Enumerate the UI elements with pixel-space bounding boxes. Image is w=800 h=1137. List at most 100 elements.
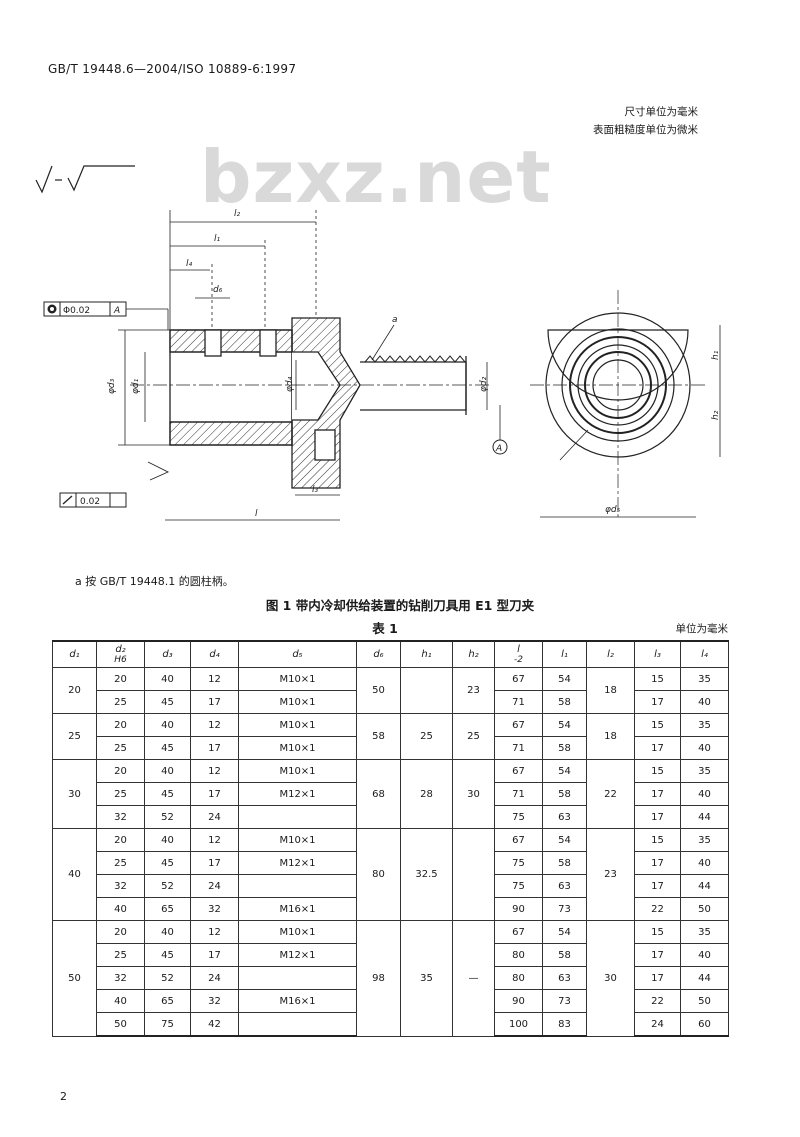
table-cell: 17 — [634, 851, 681, 875]
dim-l2: l₂ — [234, 209, 241, 219]
roughness-symbol — [35, 165, 135, 194]
table-cell: 35 — [680, 667, 729, 691]
table-cell: 15 — [634, 828, 681, 852]
table-cell: 52 — [144, 805, 191, 829]
table-cell — [238, 1012, 357, 1037]
table-cell: 58 — [542, 782, 587, 806]
table-cell: 40 — [680, 943, 729, 967]
table-cell: 25 — [96, 690, 145, 714]
position-tolerance-frame: Φ0.02 A — [43, 301, 169, 330]
table-cell: 50 — [356, 667, 401, 714]
table-cell: 67 — [494, 713, 543, 737]
table-cell: 71 — [494, 782, 543, 806]
table-cell: 44 — [680, 805, 729, 829]
table-cell — [238, 874, 357, 898]
table-cell: 90 — [494, 897, 543, 921]
table-cell: 40 — [144, 713, 191, 737]
table-cell: 25 — [452, 713, 495, 760]
table-cell: 25 — [96, 851, 145, 875]
tol-position-value: Φ0.02 — [63, 306, 90, 316]
table-cell: 15 — [634, 713, 681, 737]
datum-a-marker: A — [492, 405, 508, 455]
table-cell: 65 — [144, 897, 191, 921]
table-cell: 40 — [680, 690, 729, 714]
figure-footnote: a 按 GB/T 19448.1 的圆柱柄。 — [75, 575, 234, 588]
table-cell: 60 — [680, 1012, 729, 1037]
table-cell: 68 — [356, 759, 401, 829]
table-cell: 44 — [680, 966, 729, 990]
table-cell: 45 — [144, 736, 191, 760]
tol-runout-value: 0.02 — [80, 497, 100, 507]
table-cell: 17 — [190, 690, 239, 714]
table-cell: 17 — [190, 943, 239, 967]
table-cell: — — [452, 920, 495, 1037]
table-cell: 63 — [542, 805, 587, 829]
table-cell: 40 — [680, 782, 729, 806]
dim-l4: l₄ — [186, 259, 193, 269]
dim-d6: d₆ — [213, 285, 223, 295]
table-cell: 20 — [52, 667, 97, 714]
table-cell: 80 — [356, 828, 401, 921]
table-cell: 12 — [190, 713, 239, 737]
table-cell: 12 — [190, 667, 239, 691]
table-cell: 75 — [494, 874, 543, 898]
dim-d4: φd₄ — [285, 376, 295, 392]
table-cell: 50 — [680, 989, 729, 1013]
table-cell: 75 — [494, 805, 543, 829]
dim-d3: φd₃ — [107, 378, 117, 394]
table-cell: 40 — [96, 989, 145, 1013]
table-cell: 30 — [52, 759, 97, 829]
table-cell: 25 — [52, 713, 97, 760]
table-cell: 20 — [96, 920, 145, 944]
table-cell: 63 — [542, 874, 587, 898]
table-cell: 67 — [494, 759, 543, 783]
table-cell: 32 — [190, 897, 239, 921]
table-cell: 40 — [144, 920, 191, 944]
page-number: 2 — [60, 1090, 67, 1103]
table-cell: M10×1 — [238, 759, 357, 783]
dim-d1: φd₁ — [131, 378, 141, 394]
roughness-unit-note: 表面粗糙度单位为微米 — [593, 124, 698, 136]
table-cell: 22 — [634, 897, 681, 921]
table-cell: 17 — [634, 943, 681, 967]
table-cell: M10×1 — [238, 667, 357, 691]
table-cell: 22 — [634, 989, 681, 1013]
section-view — [130, 317, 490, 489]
table-cell: 40 — [680, 851, 729, 875]
dimension-unit-note: 尺寸单位为毫米 — [624, 106, 699, 118]
table-header-cell: h₁ — [400, 640, 453, 668]
table-cell: 17 — [634, 782, 681, 806]
table-cell: 52 — [144, 966, 191, 990]
dim-d5: φd₅ — [605, 505, 621, 515]
table-cell: 40 — [144, 759, 191, 783]
runout-tolerance-frame: 0.02 — [59, 461, 170, 508]
table-unit: 单位为毫米 — [675, 623, 729, 635]
table-cell: 58 — [542, 943, 587, 967]
table-cell: 100 — [494, 1012, 543, 1037]
table-cell: 15 — [634, 667, 681, 691]
table-cell: 32.5 — [400, 828, 453, 921]
standard-header: GB/T 19448.6—2004/ISO 10889-6:1997 — [48, 62, 297, 76]
table-cell: 32 — [190, 989, 239, 1013]
table-header-cell: d₅ — [238, 640, 357, 668]
table-cell: 24 — [190, 966, 239, 990]
table-cell: 71 — [494, 736, 543, 760]
table-cell: 67 — [494, 920, 543, 944]
footnote-marker: a — [392, 315, 398, 325]
end-view — [530, 290, 721, 520]
table-cell: 67 — [494, 828, 543, 852]
table-header-cell: l-2 — [494, 640, 543, 668]
table-cell: 52 — [144, 874, 191, 898]
table-cell: 50 — [96, 1012, 145, 1037]
